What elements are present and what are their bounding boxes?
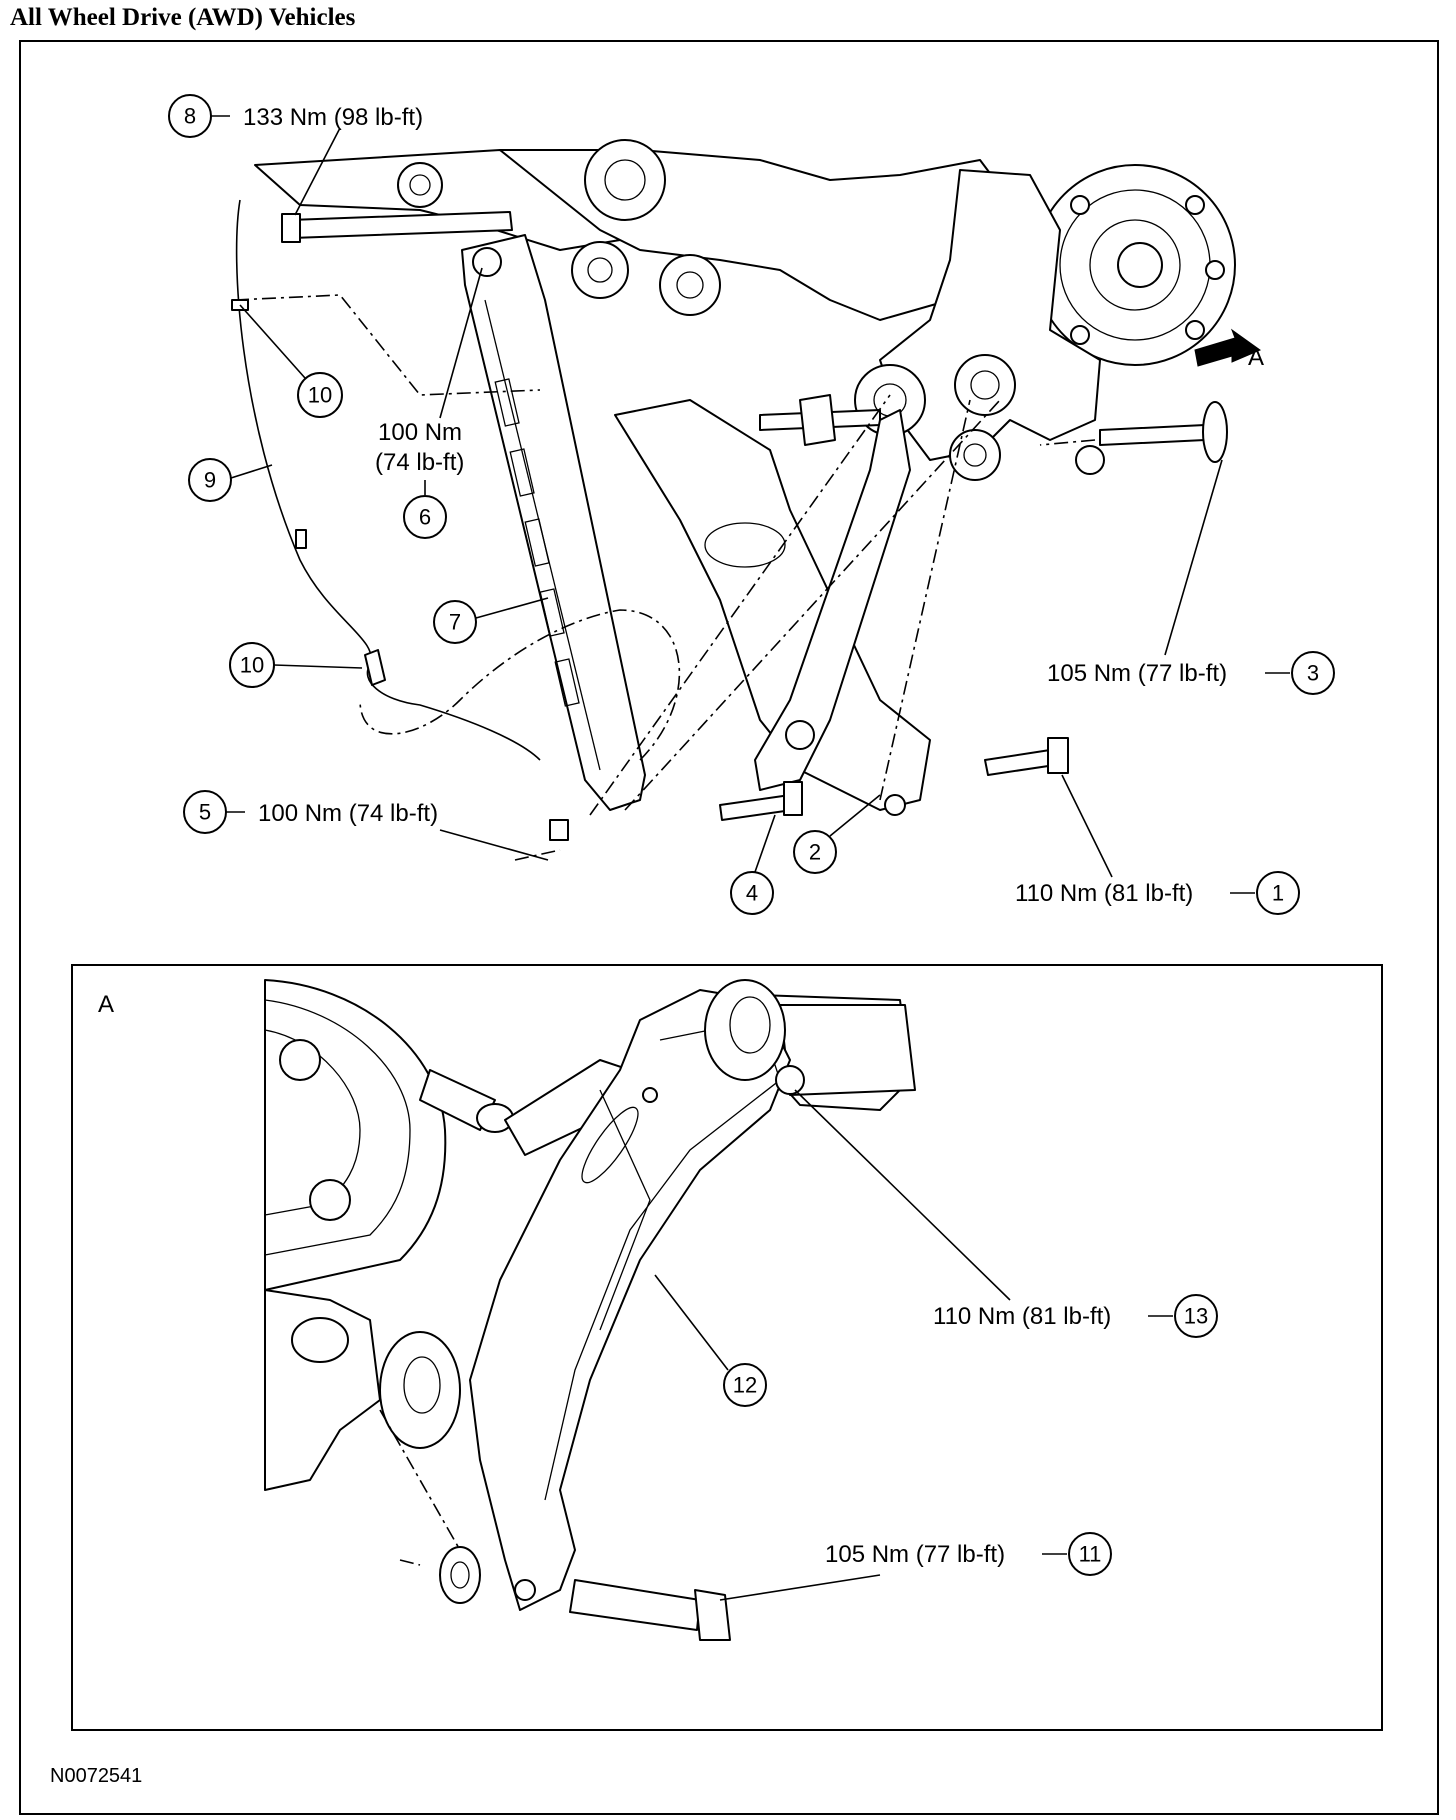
outer-frame xyxy=(19,40,1439,1815)
detail-a-drawing xyxy=(264,979,916,1641)
callout-1-number: 1 xyxy=(1272,881,1284,906)
callout-3-number: 3 xyxy=(1307,661,1319,686)
callout-12: 12 xyxy=(654,1274,767,1407)
callout-8-torque: 133 Nm (98 lb-ft) xyxy=(243,104,423,131)
callout-1: 110 Nm (81 lb-ft) 1 xyxy=(1015,774,1300,915)
callout-10-upper: 10 xyxy=(239,304,343,418)
callout-11-number: 11 xyxy=(1079,1542,1102,1567)
callout-3: 105 Nm (77 lb-ft) 3 xyxy=(1047,459,1335,695)
callout-13-number: 13 xyxy=(1184,1304,1208,1329)
callout-8: 8 133 Nm (98 lb-ft) xyxy=(168,94,423,216)
callout-6-torque-line2: (74 lb-ft) xyxy=(375,449,464,476)
callout-10-upper-number: 10 xyxy=(308,383,332,408)
callout-13-torque: 110 Nm (81 lb-ft) xyxy=(933,1303,1111,1330)
callout-4: 4 xyxy=(730,814,776,915)
callout-2-number: 2 xyxy=(809,840,821,865)
callout-1-torque: 110 Nm (81 lb-ft) xyxy=(1015,880,1193,907)
callout-3-torque: 105 Nm (77 lb-ft) xyxy=(1047,660,1227,687)
detail-a-letter: A xyxy=(98,991,114,1018)
callout-9-number: 9 xyxy=(204,468,216,493)
callout-7: 7 xyxy=(433,597,549,644)
callout-5-torque: 100 Nm (74 lb-ft) xyxy=(258,800,438,827)
callout-9: 9 xyxy=(188,458,273,502)
callout-7-number: 7 xyxy=(449,610,461,635)
callout-6-number: 6 xyxy=(419,505,431,530)
callout-5: 5 100 Nm (74 lb-ft) xyxy=(183,790,549,861)
callout-8-number: 8 xyxy=(184,104,196,129)
callout-4-number: 4 xyxy=(746,881,758,906)
upper-assembly-drawing xyxy=(231,139,1262,861)
detail-a-frame xyxy=(71,964,1383,1731)
callout-2: 2 xyxy=(793,794,881,874)
view-a-arrow-label: A xyxy=(1248,344,1264,371)
callout-11-torque: 105 Nm (77 lb-ft) xyxy=(825,1541,1005,1568)
callout-5-number: 5 xyxy=(199,800,211,825)
callout-10-lower-number: 10 xyxy=(240,653,264,678)
callout-12-number: 12 xyxy=(733,1373,757,1398)
callout-10-lower: 10 xyxy=(229,642,363,688)
callout-6-torque-line1: 100 Nm xyxy=(378,419,462,446)
figure-id: N0072541 xyxy=(50,1765,142,1787)
diagram-title: All Wheel Drive (AWD) Vehicles xyxy=(10,4,356,31)
callout-13: 110 Nm (81 lb-ft) 13 xyxy=(794,1089,1218,1338)
callout-6: 100 Nm (74 lb-ft) 6 xyxy=(375,267,483,539)
callout-11: 105 Nm (77 lb-ft) 11 xyxy=(719,1532,1112,1601)
